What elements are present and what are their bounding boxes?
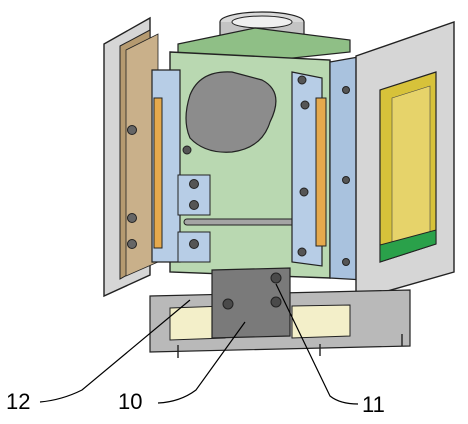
left-door (103, 16, 159, 298)
panel-cutout (185, 71, 277, 153)
callout-11: 11 (362, 392, 385, 417)
leader-line-10 (157, 321, 246, 404)
leader-line-11 (275, 283, 359, 405)
right-bracket (291, 71, 327, 267)
support-rod (183, 216, 303, 228)
mounting-bracket (211, 267, 291, 339)
leader-line-12 (39, 299, 191, 403)
callout-10: 10 (118, 389, 143, 414)
right-door (355, 21, 455, 301)
callout-12: 12 (6, 389, 31, 414)
left-bracket (151, 69, 211, 263)
